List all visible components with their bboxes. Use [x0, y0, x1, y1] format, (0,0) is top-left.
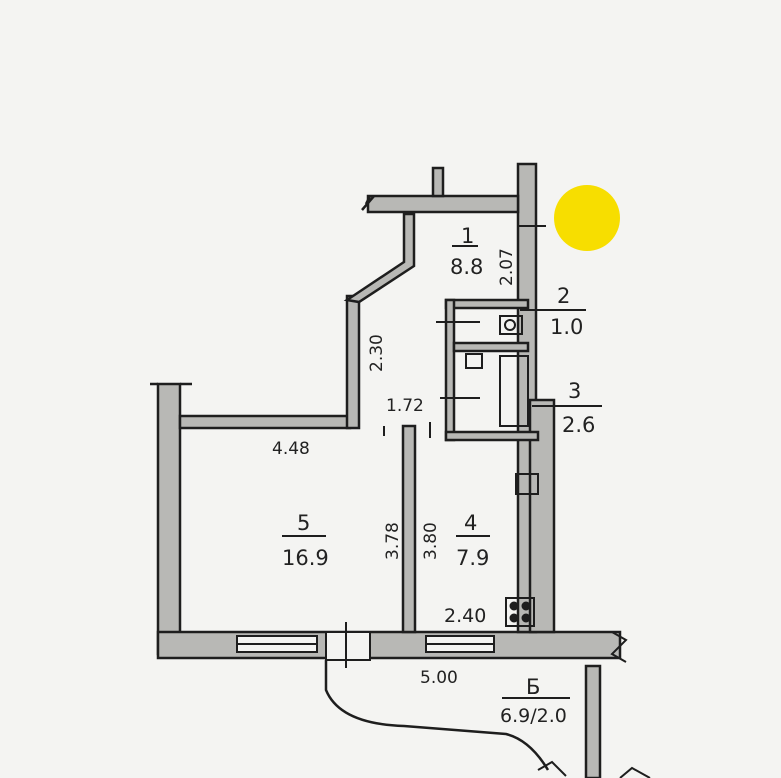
balcony-door-frame — [325, 631, 371, 661]
vent-box — [515, 473, 539, 495]
room5-area: 16.9 — [282, 546, 329, 570]
balcony-right-cut — [610, 631, 628, 663]
dim-corridor-length: 2.30 — [367, 334, 387, 372]
stove-burner-2 — [521, 601, 531, 611]
balcony-corner — [537, 760, 567, 777]
dimension-labels: 4.48 1.72 2.40 5.00 2.07 2.30 3.78 3.80 — [272, 248, 517, 688]
room5-kitchen-partition — [401, 424, 417, 634]
sink — [499, 315, 523, 335]
hall-top-wall — [366, 194, 520, 214]
room4-area: 7.9 — [456, 546, 489, 570]
room4-number: 4 — [464, 511, 477, 535]
hall-top-stub — [431, 166, 445, 198]
balcony-label: Б — [526, 675, 540, 699]
balcony-area: 6.9/2.0 — [500, 705, 567, 727]
sink-drain — [504, 319, 516, 331]
dim-kitchen-width: 2.40 — [444, 605, 486, 627]
corridor-wall — [345, 294, 361, 430]
left-exterior-wall — [156, 382, 182, 656]
hall-left-jog — [361, 195, 375, 211]
bathroom-mid-wall — [452, 341, 530, 353]
small-fixture — [465, 353, 483, 369]
walls — [150, 162, 622, 778]
bathtub — [499, 355, 529, 427]
balcony-side-wall — [584, 664, 602, 778]
dim-kitchen-depth: 3.80 — [421, 522, 441, 560]
room5-top-wall — [178, 414, 352, 430]
dim-room5-depth: 3.78 — [383, 522, 403, 560]
fraction-bars — [282, 245, 602, 699]
dim-corridor-width: 1.72 — [386, 396, 424, 416]
dim-room5-width: 4.48 — [272, 439, 310, 459]
stove-burner-1 — [509, 601, 519, 611]
room1-number: 1 — [461, 224, 474, 248]
dim-hall-width: 2.07 — [497, 248, 517, 286]
room5-number: 5 — [297, 511, 310, 535]
balcony-door — [325, 622, 371, 668]
bottom-exterior-wall — [156, 630, 622, 660]
balcony-outline — [324, 660, 550, 771]
room-labels: 1 8.8 2 1.0 3 2.6 4 7.9 5 16.9 Б 6.9/2.0 — [282, 224, 595, 727]
room2-area: 1.0 — [550, 315, 583, 339]
balcony-bottom-right — [619, 766, 651, 778]
room3-number: 3 — [568, 379, 581, 403]
room3-area: 2.6 — [562, 413, 595, 437]
stove-burner-3 — [509, 613, 519, 623]
bathroom-outer-wall — [444, 298, 530, 310]
fixtures — [465, 315, 539, 627]
facade-windows — [236, 635, 495, 653]
location-marker-dot — [554, 185, 620, 251]
room1-area: 8.8 — [450, 255, 483, 279]
room2-number: 2 — [557, 284, 570, 308]
stove-burner-4 — [521, 613, 531, 623]
corridor-diagonal-wall — [343, 212, 416, 304]
bathroom-bottom-wall — [444, 430, 540, 442]
dim-facade-length: 5.00 — [420, 668, 458, 688]
stove — [505, 597, 535, 627]
